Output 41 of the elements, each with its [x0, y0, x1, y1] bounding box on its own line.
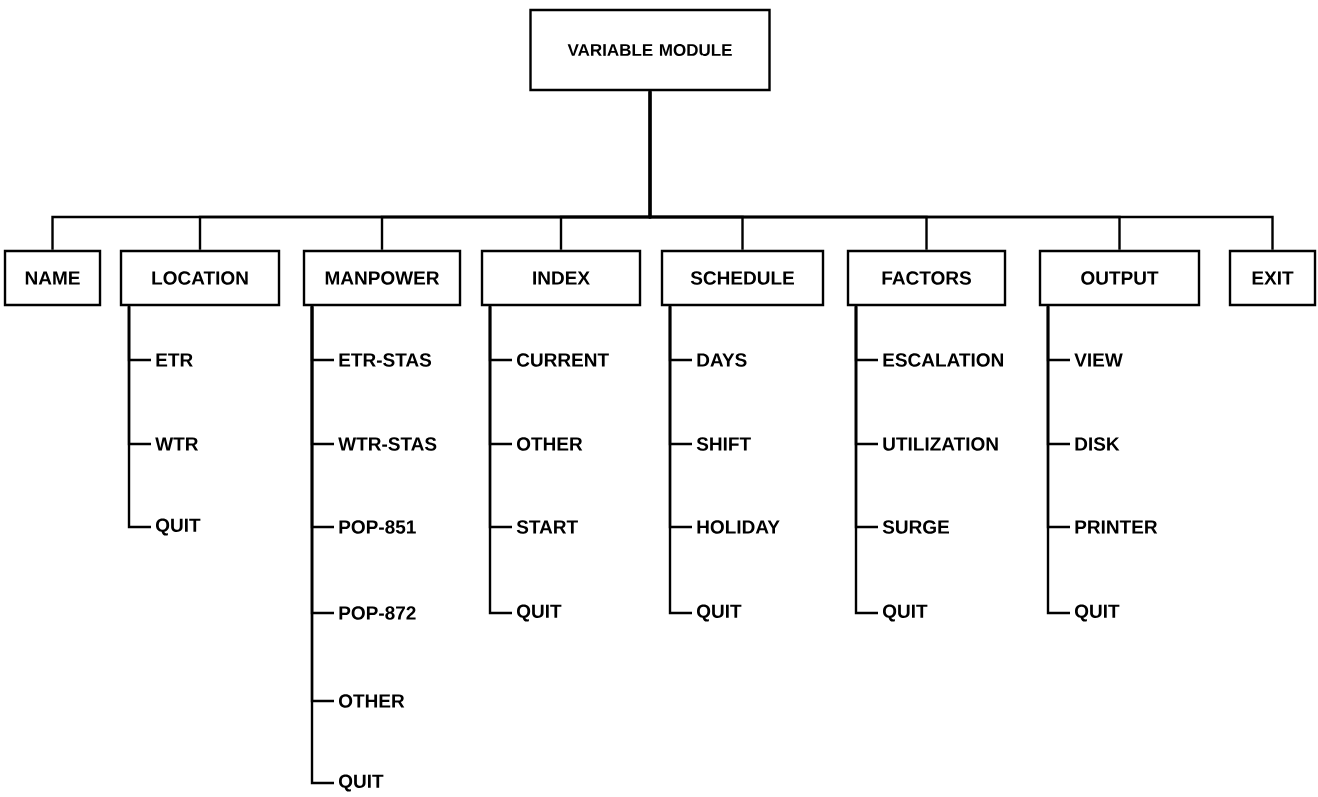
connector-line [310, 306, 334, 785]
menu-item: QUIT [517, 604, 562, 622]
menu-item: VIEW [1074, 353, 1123, 367]
menu-item: QUIT [1075, 604, 1120, 622]
menu-item: DAYS [697, 353, 747, 367]
menu-item: PRINTER [1075, 520, 1158, 534]
menu-box: NAME [3, 249, 102, 307]
menu-item: HOLIDAY [697, 520, 780, 534]
connector-line [668, 306, 692, 615]
connector-line [488, 306, 512, 615]
menu-item: QUIT [697, 604, 742, 622]
connector-line [854, 306, 878, 615]
menu-item: POP-851 [339, 520, 416, 534]
menu-item: WTR-STAS [338, 437, 437, 451]
connector-line [127, 306, 151, 529]
menu-box: INDEX [480, 249, 642, 307]
menu-item: CURRENT [517, 353, 609, 367]
module-box: VARIABLE MODULE [529, 8, 771, 92]
menu-item: START [516, 520, 578, 534]
menu-item: DISK [1075, 437, 1120, 451]
menu-box: MANPOWER [302, 249, 462, 307]
menu-box: OUTPUT [1038, 249, 1201, 307]
menu-box: EXIT [1228, 249, 1317, 307]
menu-box: FACTORS [846, 249, 1007, 307]
connector-line [648, 91, 1274, 250]
menu-item: OTHER [517, 437, 583, 451]
menu-item: ESCALATION [883, 353, 1003, 367]
menu-item: OTHER [339, 694, 405, 708]
connector-line [1046, 306, 1070, 615]
menu-item: SURGE [882, 520, 949, 534]
menu-item: QUIT [883, 604, 928, 622]
menu-item: QUIT [339, 774, 384, 792]
menu-item: UTILIZATION [883, 437, 998, 451]
menu-item: ETR-STAS [339, 353, 432, 367]
menu-item: POP-872 [339, 606, 416, 620]
menu-item: ETR [156, 353, 193, 367]
menu-box: SCHEDULE [660, 249, 825, 307]
menu-box: LOCATION [119, 249, 281, 307]
menu-item: SHIFT [696, 437, 751, 451]
menu-item: QUIT [156, 518, 201, 536]
menu-item: WTR [155, 437, 199, 451]
